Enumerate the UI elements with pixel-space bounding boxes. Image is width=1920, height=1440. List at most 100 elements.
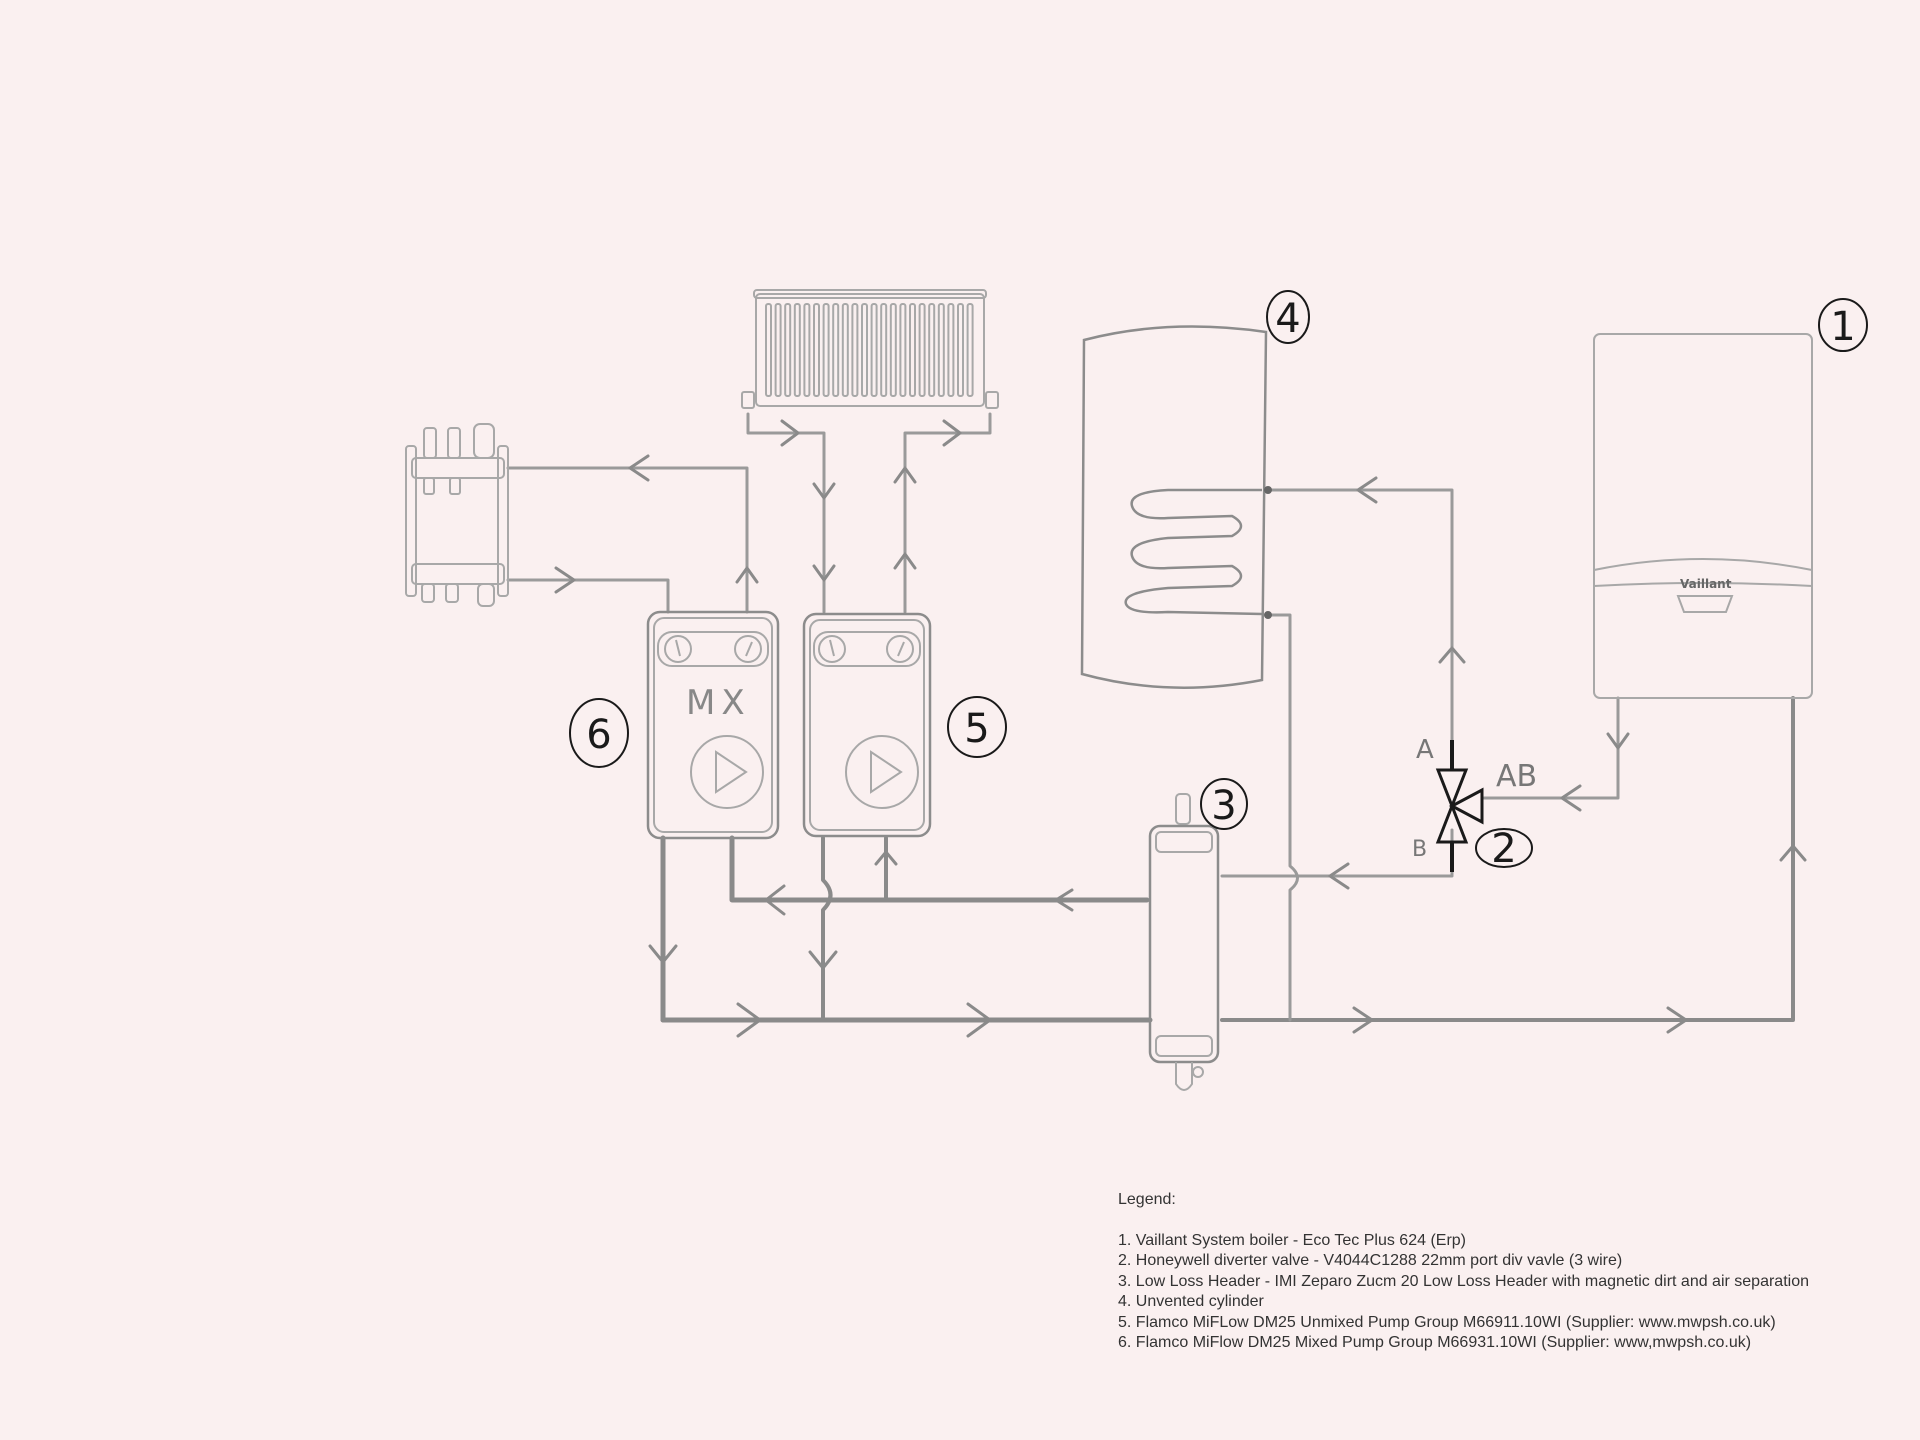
header-drain-cock [1175, 1062, 1193, 1091]
radiator-fin [765, 303, 772, 397]
unvented-cylinder [1080, 325, 1272, 689]
header-air-vent [1175, 793, 1191, 825]
manifold-left-rail [405, 445, 417, 597]
arrow-unmixed-flow [874, 850, 898, 866]
boiler-fascia [1593, 558, 1813, 588]
unmixed-pump-temp-gauge-2 [886, 635, 914, 663]
mixed-pump-mx-label: MX [686, 683, 751, 723]
manifold-return-bar [411, 563, 505, 585]
diverter-valve-body [1435, 768, 1484, 844]
arrow-boiler-flow-down [1606, 732, 1630, 750]
mixed-pump-inner-panel [653, 617, 773, 833]
coil-return-connection [1264, 611, 1272, 619]
legend-title: Legend: [1118, 1191, 1176, 1208]
arrow-header-flow [1054, 888, 1074, 912]
coil-flow-connection [1264, 486, 1272, 494]
coil-return-pipe [1266, 613, 1299, 1022]
diverter-valve: A B AB [1412, 735, 1537, 872]
radiator-flow-pipe [746, 412, 826, 614]
arrow-mixed-down [648, 944, 678, 964]
manifold-drain [477, 583, 495, 607]
callout-3-circle [1200, 778, 1248, 830]
radiator-top-rail [753, 289, 987, 299]
manifold-flowmeter-2 [449, 477, 461, 495]
arrow-return-1 [736, 1002, 762, 1038]
underfloor-manifold [405, 423, 509, 607]
arrow-mixed-flow [764, 884, 786, 916]
arrow-valve-b-flow [1328, 862, 1350, 890]
callout-5-number: 5 [964, 706, 989, 752]
callout-1-number: 1 [1830, 304, 1855, 350]
radiator-fin [774, 303, 782, 397]
pump-play-icon [715, 750, 748, 794]
flow-header-to-pumps-pipe [729, 835, 1150, 903]
radiator-fin [947, 303, 955, 397]
valve-port-b-label: B [1412, 837, 1427, 862]
radiator-return-pipe [903, 412, 992, 614]
legend-item: 5. Flamco MiFLow DM25 Unmixed Pump Group… [1118, 1313, 1776, 1331]
radiator [741, 289, 999, 409]
boiler-flow-pipe [1482, 696, 1620, 800]
unmixed-pump-motor [845, 735, 919, 809]
callout-1-circle [1818, 298, 1868, 352]
flow-arrows [554, 419, 1807, 1038]
manifold-return-port-2 [445, 583, 459, 603]
manifold-flow-bar [411, 457, 505, 479]
radiator-fin [909, 303, 916, 397]
arrow-ufh-return [554, 566, 576, 594]
arrow-unmixed-down [808, 950, 838, 970]
header-body [1148, 824, 1220, 1064]
radiator-left-valve [741, 391, 755, 409]
radiator-fin [937, 303, 945, 397]
radiator-fin [813, 303, 820, 397]
arrow-boiler-return-up [1779, 844, 1807, 862]
radiator-fin [918, 303, 926, 397]
callout-4-number: 4 [1275, 296, 1300, 342]
mixed-pump-casing [646, 610, 780, 840]
callout-5-circle [947, 696, 1007, 758]
manifold-flowmeter-1 [423, 477, 435, 495]
unmixed-pump-return-pipe [821, 836, 833, 1022]
arrow-rad-up-2 [893, 552, 917, 570]
radiator-fin [784, 303, 792, 397]
return-boiler-pipe [1220, 696, 1795, 1022]
radiator-fin [870, 303, 878, 397]
arrow-valve-up [1438, 646, 1466, 664]
manifold-right-rail [497, 445, 509, 597]
callout-4-circle [1266, 290, 1310, 344]
radiator-fin [803, 303, 811, 397]
mixed-pump-motor [690, 735, 764, 809]
radiator-fin [966, 303, 974, 397]
mixed-pump-temp-gauge-2 [734, 635, 762, 663]
callout-2-circle [1475, 828, 1533, 868]
radiator-fin [957, 303, 964, 397]
cylinder-body [1080, 325, 1268, 689]
callout-6-number: 6 [586, 712, 611, 758]
arrow-coil-flow [1356, 476, 1378, 504]
arrow-mixed-up [735, 566, 759, 584]
arrow-return-4 [1666, 1006, 1688, 1034]
arrow-return-3 [1352, 1006, 1374, 1034]
manifold-valve-2 [447, 427, 461, 459]
manifold-air-vent [473, 423, 495, 459]
radiator-fin [861, 303, 868, 397]
valve-port-a-label: A [1416, 735, 1434, 765]
arrow-rad-flow-right [780, 419, 800, 447]
radiator-fin [899, 303, 907, 397]
legend-item: 2. Honeywell diverter valve - V4044C1288… [1118, 1252, 1623, 1269]
legend-item: 6. Flamco MiFlow DM25 Mixed Pump Group M… [1118, 1334, 1752, 1351]
callout-3-number: 3 [1211, 783, 1236, 829]
legend-item: 4. Unvented cylinder [1118, 1293, 1264, 1310]
header-bottom-cap [1155, 1035, 1213, 1057]
radiator-fin [822, 303, 830, 397]
manifold-return-port-1 [421, 583, 435, 603]
manifold-valve-1 [423, 427, 437, 459]
boiler-casing [1593, 333, 1813, 699]
header-top-cap [1155, 831, 1213, 853]
pump-play-icon [870, 750, 903, 794]
mixed-pump-gauge-needles [675, 639, 753, 657]
ufh-return-pipe [506, 578, 670, 614]
arrow-rad-down-2 [812, 564, 836, 582]
boiler-brand-label: Vaillant [1680, 577, 1732, 591]
